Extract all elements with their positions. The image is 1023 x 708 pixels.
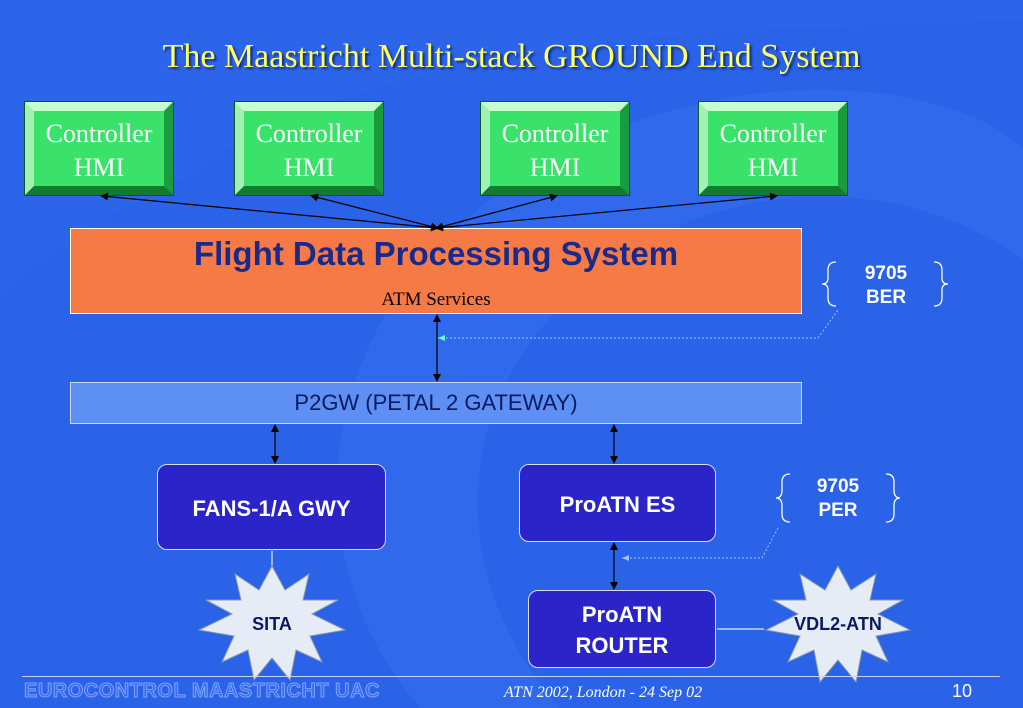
- ber-left-brace: [821, 261, 837, 307]
- per-right-brace: [885, 473, 901, 523]
- proatn-router-box: ProATN ROUTER: [528, 590, 716, 668]
- ber-label-line1: 9705: [864, 263, 908, 284]
- hmi3-fdps-arrow: [435, 193, 558, 231]
- fans-gateway-box: FANS-1/A GWY: [157, 464, 386, 550]
- hmi2-fdps-arrow: [310, 193, 439, 231]
- footer-event: ATN 2002, London - 24 Sep 02: [504, 684, 703, 701]
- hmi-label-line2: HMI: [73, 153, 125, 182]
- fdps-subtitle: ATM Services: [381, 289, 491, 310]
- sita-label: SITA: [252, 614, 292, 634]
- p2gw-gateway-bar: P2GW (PETAL 2 GATEWAY): [70, 382, 802, 424]
- hmi-label-line2: HMI: [529, 153, 581, 182]
- ber-callout-line: [438, 309, 839, 339]
- hmi-label-line1: Controller: [45, 119, 153, 148]
- hmi-label-line2: HMI: [283, 153, 335, 182]
- per-label: 9705 PER: [798, 475, 878, 523]
- controller-hmi-box-4: Controller HMI: [699, 102, 847, 195]
- controller-hmi-box-1: Controller HMI: [25, 102, 173, 195]
- hmi4-fdps-arrow: [435, 192, 778, 232]
- per-callout-line: [622, 527, 779, 559]
- fdps-title: Flight Data Processing System: [193, 235, 679, 272]
- router-label-line1: ProATN: [581, 602, 663, 627]
- footer-divider: [22, 676, 1000, 677]
- proatn-es-box: ProATN ES: [519, 464, 716, 542]
- page-title: The Maastricht Multi-stack GROUND End Sy…: [162, 38, 861, 75]
- controller-hmi-box-3: Controller HMI: [481, 102, 629, 195]
- hmi-label-line1: Controller: [719, 119, 827, 148]
- per-label-line2: PER: [818, 500, 858, 521]
- sita-star-shape: [197, 564, 347, 682]
- hmi1-fdps-arrow: [100, 192, 439, 232]
- hmi-label-line1: Controller: [255, 119, 363, 148]
- router-label-line2: ROUTER: [575, 633, 669, 658]
- ber-label-line2: BER: [865, 287, 907, 308]
- ber-right-brace: [933, 261, 949, 307]
- footer-organization: EUROCONTROL MAASTRICHT UAC: [24, 680, 380, 703]
- hmi-label-line2: HMI: [747, 153, 799, 182]
- ber-label: 9705 BER: [846, 262, 926, 310]
- per-label-line1: 9705: [816, 476, 860, 497]
- page-number: 10: [952, 681, 973, 701]
- vdl2-star-shape: [764, 564, 912, 684]
- vdl2-atn-label: VDL2-ATN: [794, 614, 882, 634]
- hmi-label-line1: Controller: [501, 119, 609, 148]
- flight-data-processing-system-box: Flight Data Processing System ATM Servic…: [70, 228, 802, 314]
- controller-hmi-box-2: Controller HMI: [235, 102, 383, 195]
- per-left-brace: [775, 473, 791, 523]
